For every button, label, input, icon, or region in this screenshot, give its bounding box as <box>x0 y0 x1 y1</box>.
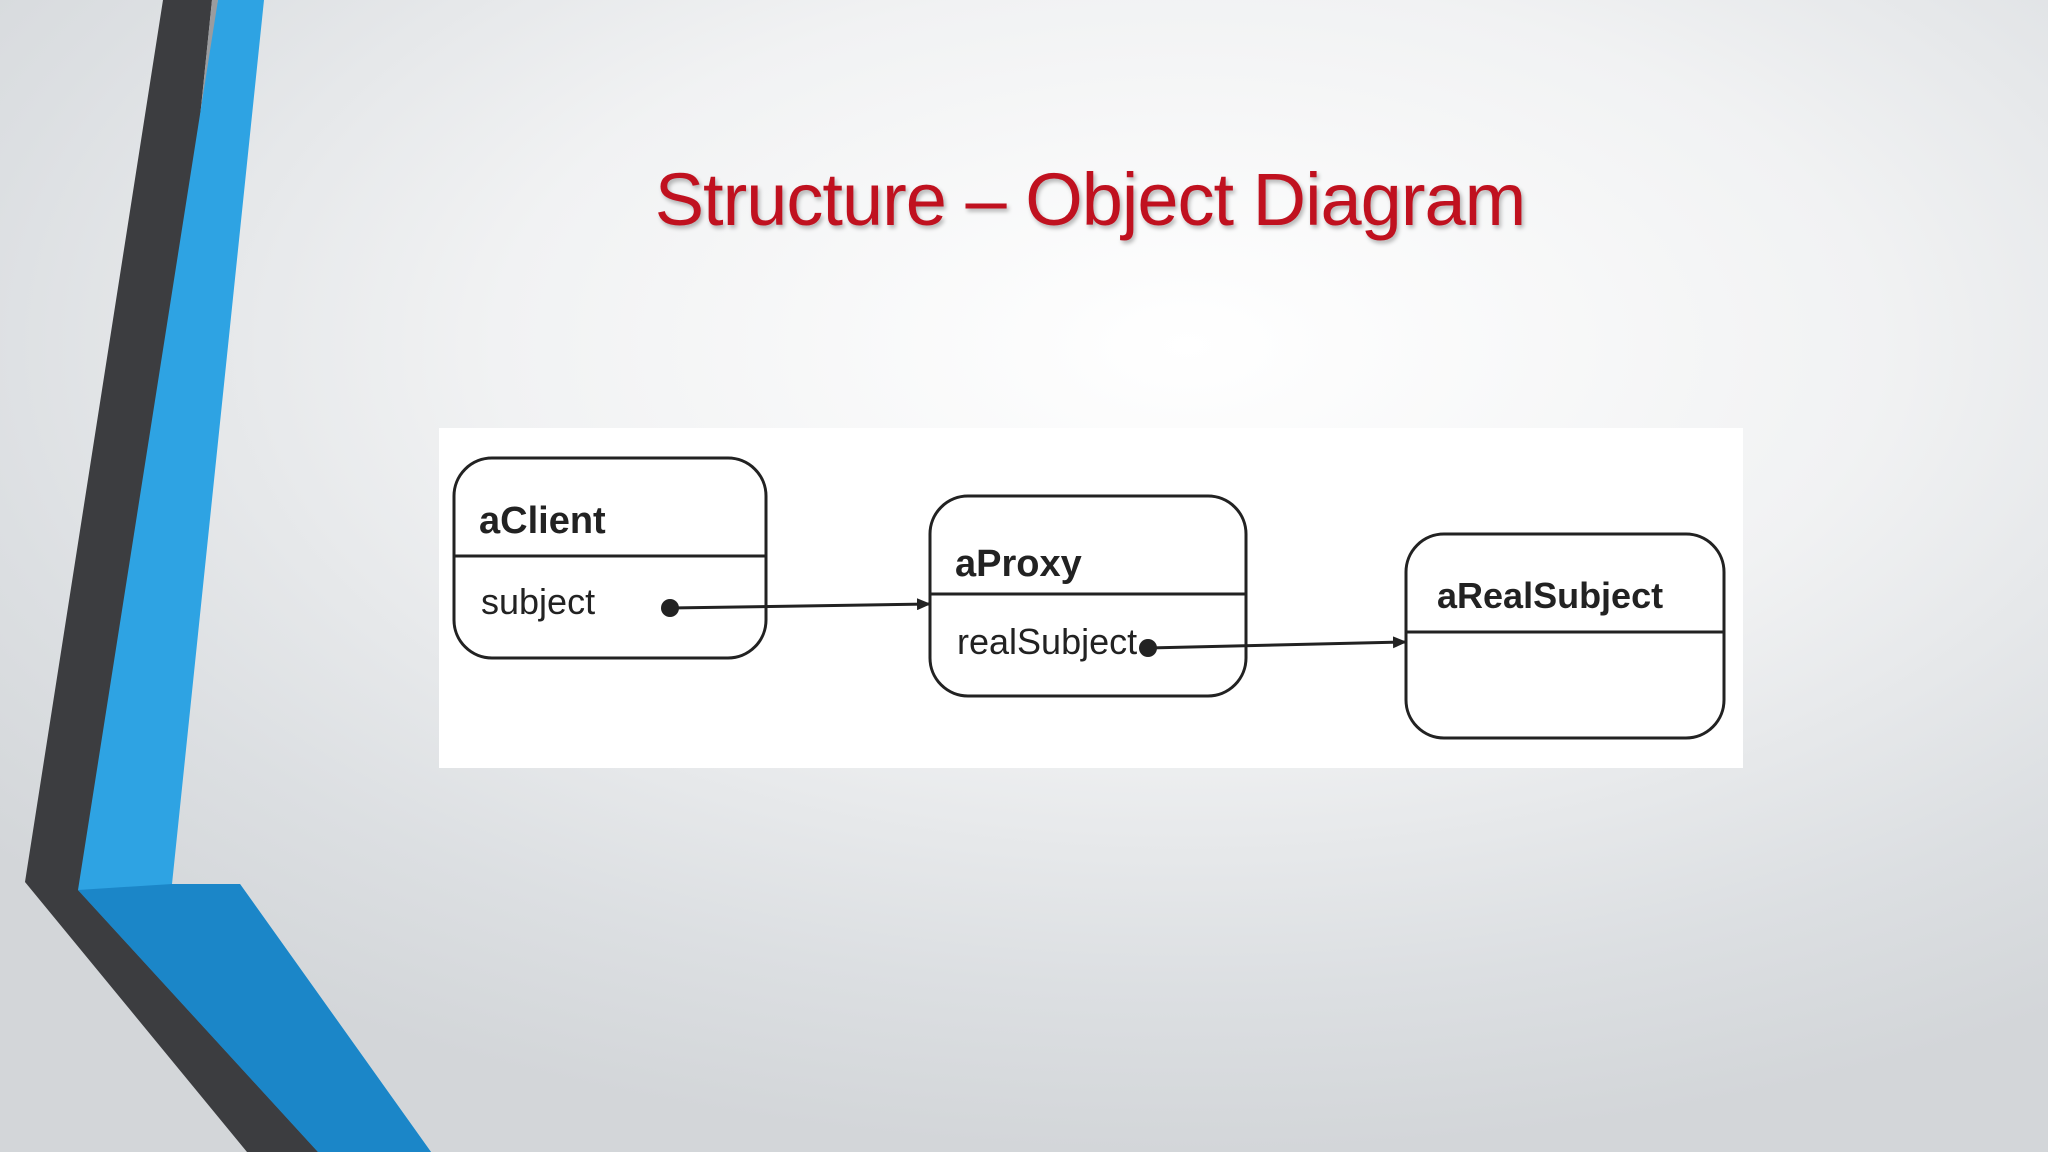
blue-stripe <box>78 0 431 1152</box>
slide-title: Structure – Object Diagram <box>654 158 1527 241</box>
object-name-aproxy: aProxy <box>955 543 1082 585</box>
object-box-aproxy: aProxy realSubject <box>928 494 1248 698</box>
object-box-aclient: aClient subject <box>452 456 768 660</box>
object-field-realsubject: realSubject <box>957 621 1137 662</box>
object-box-arealsubject: aRealSubject <box>1404 532 1726 740</box>
object-diagram: aClient subject aProxy realSubject aReal… <box>452 456 1726 740</box>
object-name-aclient: aClient <box>479 500 606 542</box>
blue-stripe-shade <box>78 884 431 1152</box>
link-subject-to-aproxy <box>669 598 931 611</box>
link-realsubject-to-arealsubject <box>1147 636 1407 650</box>
object-field-subject: subject <box>481 581 595 622</box>
object-diagram-figure: aClient subject aProxy realSubject aReal… <box>439 428 1743 768</box>
object-name-arealsubject: aRealSubject <box>1437 575 1663 616</box>
